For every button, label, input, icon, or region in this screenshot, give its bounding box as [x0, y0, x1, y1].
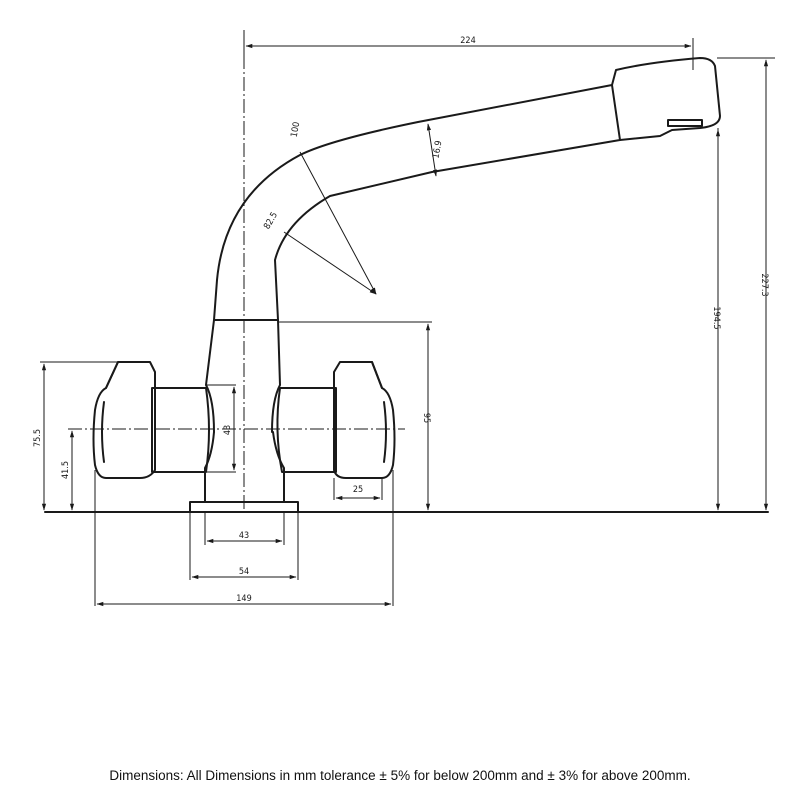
dim-line-spout-diameter [426, 123, 438, 177]
tap-outline [92, 57, 721, 513]
label-handle-depth: 25 [353, 485, 363, 495]
label-overall-height: 227.3 [759, 273, 769, 296]
label-overall-width: 149 [236, 594, 251, 604]
label-spout-bend-inner: 82.5 [262, 211, 280, 232]
dim-line-spout-bend-inner [283, 231, 377, 295]
central-body [205, 319, 281, 433]
label-base-inner-width: 43 [239, 531, 249, 541]
label-outlet-height: 194.5 [711, 306, 721, 329]
label-spout-diameter: 16.9 [432, 140, 445, 159]
label-spout-bend-outer: 100 [290, 121, 303, 138]
label-overall-reach: 224 [460, 36, 475, 46]
lower-body [204, 431, 285, 503]
label-body-height: 95 [421, 413, 431, 423]
right-handle [276, 361, 396, 479]
dim-line-spout-bend-outer [299, 151, 377, 295]
left-handle [92, 361, 210, 479]
dimensions-caption: Dimensions: All Dimensions in mm toleran… [109, 768, 691, 783]
extension-lines [40, 30, 775, 606]
spray-head [611, 57, 721, 141]
label-handle-diameter: 43 [223, 425, 233, 435]
label-base-width: 54 [239, 567, 249, 577]
label-handle-height: 75.5 [33, 429, 43, 447]
spout [213, 84, 621, 321]
label-handle-center-height: 41.5 [61, 461, 71, 479]
spray-nozzle [667, 119, 703, 127]
